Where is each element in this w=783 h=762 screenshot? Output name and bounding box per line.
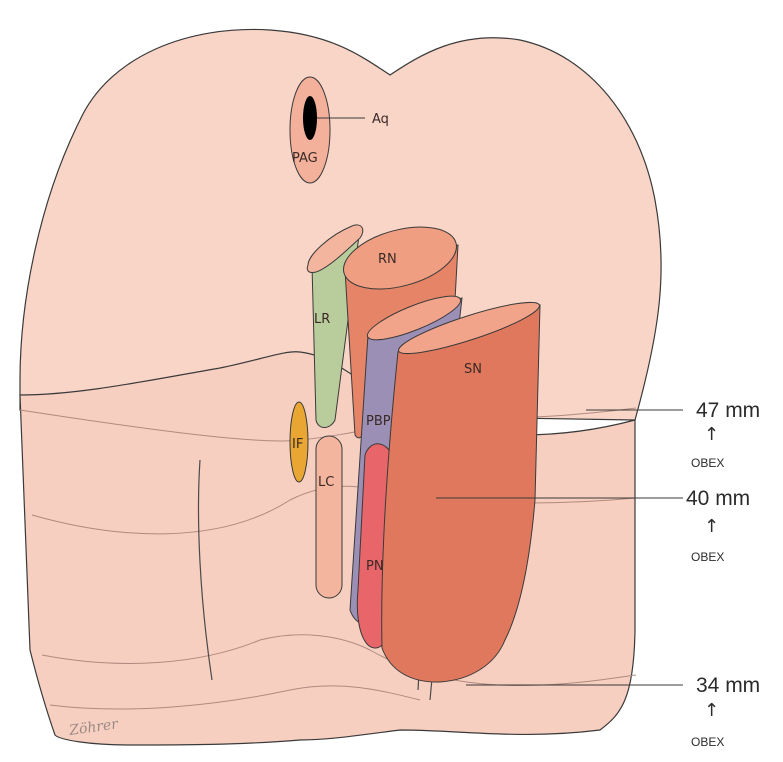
level-40-arrow: ↑ (704, 516, 719, 537)
level-40-ref: OBEX (691, 550, 724, 564)
level-34-arrow: ↑ (704, 700, 719, 721)
if-label: IF (292, 437, 303, 452)
level-47-ref: OBEX (691, 456, 724, 470)
aq-label: Aq (372, 112, 389, 127)
lc-label: LC (318, 475, 334, 490)
pbp-label: PBP (366, 414, 391, 429)
level-40-value: 40 mm (686, 487, 750, 510)
pag-label: PAG (292, 151, 318, 166)
level-34-ref: OBEX (691, 735, 724, 749)
rn-label: RN (378, 252, 397, 267)
sn-label: SN (464, 362, 482, 377)
level-47-arrow: ↑ (704, 424, 719, 445)
lr-label: LR (314, 312, 330, 327)
aqueduct (303, 96, 317, 140)
level-47-value: 47 mm (696, 399, 760, 422)
level-34-value: 34 mm (696, 674, 760, 697)
pn-label: PN (366, 559, 384, 574)
lc-column (316, 436, 342, 598)
